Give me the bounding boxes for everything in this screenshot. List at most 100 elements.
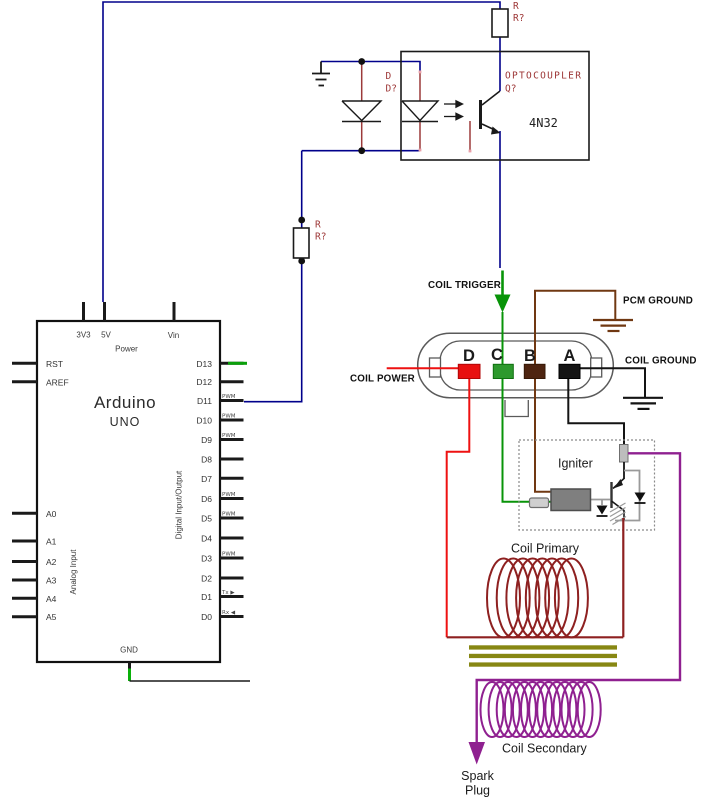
terminal-letter-d: D (463, 347, 475, 365)
arduino-board (12, 302, 250, 682)
terminal-c (492, 363, 514, 379)
wire-d-to-primary (445, 378, 471, 638)
pin-d2: D2 (201, 574, 212, 584)
gnd-label: GND (120, 646, 138, 655)
junction-dot (358, 58, 366, 65)
wire-coil-ground-black (580, 367, 646, 397)
pin-3v3: 3V3 (76, 331, 91, 340)
wire-left-vertical-to-d11 (244, 150, 303, 403)
pwm-d11: PWM (222, 394, 236, 400)
coil-primary (446, 518, 625, 639)
pin-d10: D10 (196, 416, 212, 426)
igniter-transistor-base (610, 482, 613, 508)
igniter-diode-right (634, 492, 646, 502)
pcm-ground-label: PCM GROUND (623, 296, 693, 307)
coil-trigger-label: COIL TRIGGER (428, 280, 501, 291)
pin-a2: A2 (46, 557, 57, 567)
pin-a0: A0 (46, 509, 57, 519)
spark-plug-label-1: Spark (461, 769, 494, 783)
igniter (518, 439, 656, 531)
diode-ref: D (386, 71, 392, 82)
analog-group-label: Analog Input (69, 549, 78, 595)
coil-ground-symbol (623, 396, 663, 410)
board-name: Arduino (94, 393, 156, 412)
light-arrows (444, 99, 464, 121)
coil-ground-label: COIL GROUND (625, 356, 697, 367)
pin-d9: D9 (201, 435, 212, 445)
pin-d5: D5 (201, 514, 212, 524)
digital-group-label: Digital Input/Output (175, 470, 184, 539)
coil-connector (416, 332, 615, 418)
igniter-transistor-arrow (613, 479, 623, 489)
optocoupler-box (400, 50, 590, 161)
terminal-b (523, 363, 546, 379)
igniter-driver-box (550, 488, 592, 512)
resistor-left (292, 216, 310, 265)
wire-5v-to-resistor (102, 1, 501, 302)
pwm-d3: PWM (222, 552, 236, 558)
pin-d13: D13 (196, 359, 212, 369)
pin-d6: D6 (201, 494, 212, 504)
junction-dot (358, 147, 366, 155)
optocoupler-label: OPTOCOUPLER (505, 71, 582, 82)
rx-d0: Rx ◀ (222, 610, 236, 616)
wire-secondary-purple (475, 452, 682, 744)
pin-a3: A3 (46, 576, 57, 586)
terminal-a (558, 363, 581, 379)
pin-d4: D4 (201, 534, 212, 544)
coil-power-label: COIL POWER (350, 374, 415, 385)
pin-a4: A4 (46, 594, 57, 604)
terminal-d (457, 363, 481, 379)
igniter-gray-loop (615, 469, 641, 522)
coil-core (469, 645, 617, 667)
ground-symbol-top (312, 61, 330, 87)
junction-dot (298, 216, 306, 224)
coil-secondary (475, 452, 682, 744)
opto-led (401, 70, 440, 152)
terminal-letter-b: B (524, 347, 536, 365)
spark-plug-arrow (468, 742, 485, 765)
resistor-left-value: R? (315, 232, 326, 243)
pin-5v: 5V (101, 331, 111, 340)
pcm-ground-symbol (593, 318, 633, 333)
pin-d8: D8 (201, 455, 212, 465)
coil-trigger-arrow (494, 270, 511, 313)
pin-d1: D1 (201, 592, 212, 602)
pin-aref: AREF (46, 378, 69, 388)
igniter-terminal (619, 444, 629, 463)
pwm-d10: PWM (222, 414, 236, 420)
wire-led-top (321, 60, 421, 72)
junction-dot (298, 257, 306, 265)
opto-phototransistor (468, 90, 501, 153)
resistor-top-ref: R (513, 1, 519, 12)
pin-a1: A1 (46, 537, 57, 547)
optocoupler-part-number: 4N32 (529, 116, 558, 130)
wire-pcm-brown (534, 289, 617, 493)
coil-secondary-label: Coil Secondary (502, 742, 588, 756)
d13-green-wire-stub (228, 361, 247, 365)
resistor-left-ref: R (315, 220, 321, 231)
terminal-letter-c: C (491, 346, 503, 364)
coil-primary-label: Coil Primary (511, 542, 580, 556)
pin-d11: D11 (197, 396, 212, 406)
terminal-letter-a: A (564, 347, 576, 365)
connector-bottom-tab (504, 400, 529, 418)
pin-d12: D12 (196, 377, 212, 387)
resistor-top-value: R? (513, 13, 524, 24)
connector-terminals (457, 363, 581, 379)
wire-a-to-igniter (567, 378, 625, 445)
pwm-d5: PWM (222, 512, 236, 518)
board-model: UNO (110, 415, 141, 429)
pin-vin: Vin (168, 331, 179, 340)
spark-plug-label-2: Plug (465, 784, 490, 798)
igniter-label: Igniter (558, 457, 593, 471)
igniter-hatch (609, 502, 627, 526)
pin-a5: A5 (46, 612, 57, 622)
pin-d3: D3 (201, 554, 212, 564)
optocoupler-designator: Q? (505, 84, 516, 95)
power-group-label: Power (115, 345, 138, 354)
pin-d7: D7 (201, 474, 212, 484)
igniter-input-resistor (528, 497, 550, 509)
pwm-d9: PWM (222, 433, 236, 439)
